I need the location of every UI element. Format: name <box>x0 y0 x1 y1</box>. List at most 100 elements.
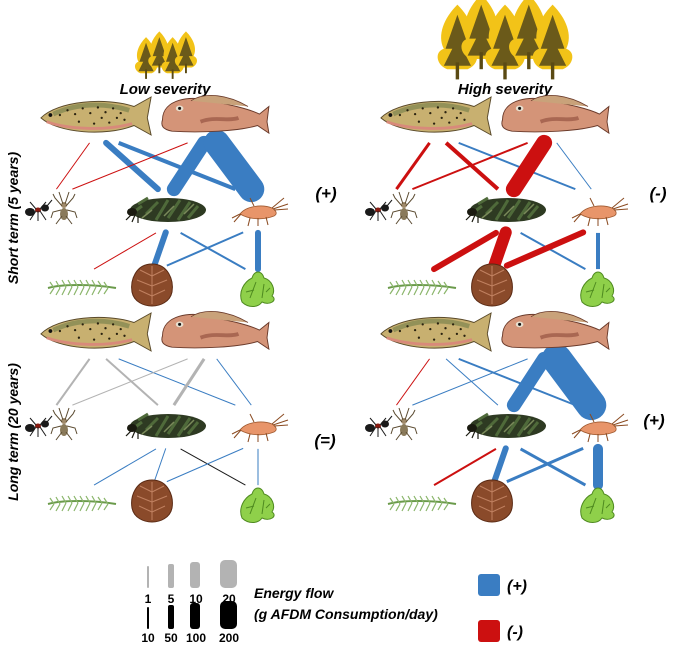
legend-positive-label: (+) <box>507 578 527 595</box>
link-trout-shrimp <box>458 357 576 407</box>
link-caddis-algae <box>433 448 497 486</box>
legend-black-label-50: 50 <box>164 631 178 645</box>
link-trout-shrimp <box>458 141 576 191</box>
link-sculpin-shrimp <box>216 358 252 406</box>
link-caddis-algae <box>431 229 499 273</box>
link-trout-terr <box>396 358 430 406</box>
high-severity-header: High severity <box>458 81 553 98</box>
legend-black-bar-10 <box>147 607 149 629</box>
link-sculpin-terr <box>72 358 188 406</box>
link-sculpin-caddis <box>506 351 552 413</box>
link-caddis-algae <box>93 232 157 270</box>
link-sculpin-shrimp <box>541 343 607 421</box>
moss-icon <box>580 271 615 307</box>
link-sculpin-shrimp <box>203 129 265 203</box>
algae-icon <box>387 279 457 296</box>
legend-black-label-100: 100 <box>186 631 206 645</box>
link-sculpin-caddis <box>166 135 212 197</box>
panel-ll <box>24 309 289 523</box>
link-sculpin-terr <box>412 358 528 406</box>
algae-icon <box>47 495 117 512</box>
moss-icon <box>580 487 615 523</box>
long-high-sign: (+) <box>643 411 665 430</box>
link-caddis-leaf <box>153 448 167 482</box>
link-shrimp-leaf <box>506 446 584 484</box>
link-trout-terr <box>56 142 90 190</box>
legend-negative-label: (-) <box>507 624 523 641</box>
panel-sh <box>364 93 629 307</box>
leaf-litter-icon <box>471 479 513 523</box>
link-trout-terr <box>55 358 91 406</box>
legend-gray-label-10: 10 <box>189 592 203 606</box>
link-sculpin-shrimp <box>556 142 592 190</box>
trout-icon <box>41 313 151 351</box>
shrimp-icon <box>231 197 289 227</box>
link-trout-caddis <box>445 358 499 406</box>
terrestrial-insects-icon <box>24 191 78 225</box>
caddisfly-larva-icon <box>124 196 208 225</box>
algae-icon <box>47 279 117 296</box>
panel-lh <box>364 309 629 523</box>
legend-gray-bar-1 <box>147 566 149 588</box>
sculpin-icon <box>159 93 271 136</box>
moss-icon <box>240 487 275 523</box>
legend-title: Energy flow <box>254 585 334 601</box>
long-low-sign: (=) <box>314 431 336 450</box>
sculpin-icon <box>159 309 271 352</box>
link-caddis-leaf <box>491 445 509 485</box>
sculpin-icon <box>499 93 611 136</box>
leaf-litter-icon <box>131 479 173 523</box>
link-trout-caddis <box>103 139 161 193</box>
link-sculpin-terr <box>412 141 528 191</box>
algae-icon <box>387 495 457 512</box>
trout-icon <box>41 97 151 135</box>
panel-links <box>396 343 607 491</box>
link-trout-shrimp <box>118 358 236 406</box>
link-caddis-leaf <box>488 226 512 272</box>
legend-negative-swatch <box>478 620 500 642</box>
shrimp-icon <box>571 197 629 227</box>
sculpin-icon <box>499 309 611 352</box>
leaf-litter-icon <box>471 263 513 307</box>
link-shrimp-leaf <box>503 229 587 269</box>
caddisfly-larva-icon <box>124 412 208 441</box>
legend-black-bar-100 <box>190 603 200 629</box>
link-caddis-moss <box>180 448 246 486</box>
link-caddis-moss <box>180 232 246 270</box>
moss-icon <box>240 271 275 307</box>
terrestrial-insects-icon <box>24 407 78 441</box>
caddisfly-larva-icon <box>464 412 548 441</box>
panel-sl <box>24 93 289 307</box>
panel-links <box>56 129 265 273</box>
trout-icon <box>381 97 491 135</box>
link-caddis-moss <box>520 232 586 270</box>
food-web-panels <box>24 93 629 523</box>
link-shrimp-leaf <box>166 231 244 267</box>
short-term-label: Short term (5 years) <box>5 152 21 285</box>
panel-links <box>55 358 259 486</box>
link-trout-shrimp <box>117 141 237 191</box>
low-severity-header: Low severity <box>120 81 212 98</box>
trout-icon <box>381 313 491 351</box>
leaf-litter-icon <box>131 263 173 307</box>
long-term-label: Long term (20 years) <box>5 363 21 501</box>
panel-links <box>395 134 600 273</box>
fire-high-icon <box>437 0 573 80</box>
link-caddis-moss <box>519 447 587 487</box>
terrestrial-insects-icon <box>364 407 418 441</box>
link-trout-caddis <box>105 358 159 406</box>
link-shrimp-leaf <box>166 447 244 483</box>
legend-gray-bar-5 <box>168 564 174 588</box>
caddisfly-larva-icon <box>464 196 548 225</box>
link-sculpin-caddis <box>505 134 553 198</box>
short-high-sign: (-) <box>650 184 667 203</box>
link-trout-terr <box>395 142 431 190</box>
legend-gray-label-5: 5 <box>168 592 175 606</box>
legend-positive-swatch <box>478 574 500 596</box>
legend-gray-label-1: 1 <box>145 592 152 606</box>
legend-subtitle: (g AFDM Consumption/day) <box>254 606 438 622</box>
link-sculpin-caddis <box>172 358 206 406</box>
link-sculpin-terr <box>72 142 188 190</box>
